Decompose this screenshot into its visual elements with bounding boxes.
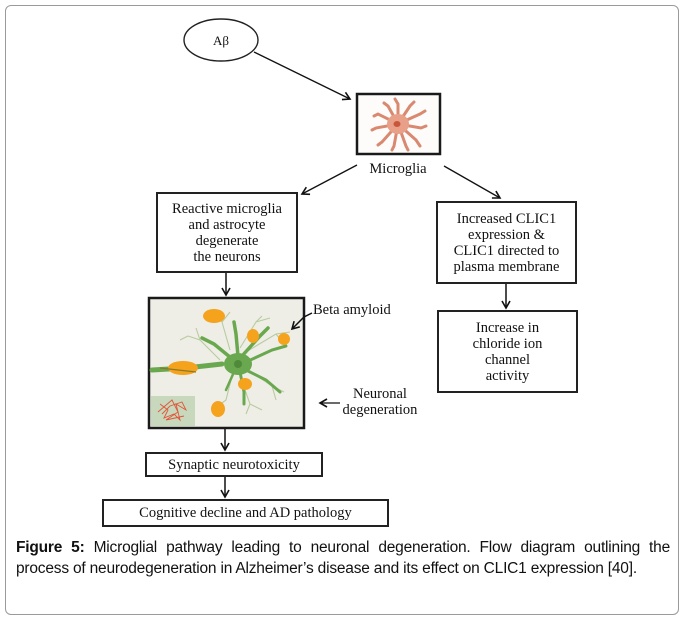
chloride-line-4: activity: [485, 367, 530, 384]
reactive-line-3: degenerate: [195, 232, 259, 249]
reactive-line-2: and astrocyte: [188, 216, 266, 233]
chloride-line-2: chloride ion: [472, 335, 543, 352]
arrow-microglia-to-clic1: [443, 165, 502, 199]
chloride-line-3: channel: [484, 351, 531, 368]
clic1-line-2: expression &: [468, 226, 545, 243]
beta-amyloid-label: Beta amyloid: [313, 302, 391, 318]
abeta-label: Aβ: [213, 33, 229, 48]
reactive-line-4: the neurons: [193, 248, 261, 265]
cognitive-text: Cognitive decline and AD pathology: [139, 505, 352, 521]
tangle-icon: [157, 399, 188, 422]
synaptic-neurotoxicity-box: Synaptic neurotoxicity: [145, 452, 323, 477]
abeta-node-ellipse: [183, 18, 259, 62]
caption-label: Figure 5:: [16, 539, 85, 556]
reactive-microglia-box: Reactive microglia and astrocyte degener…: [156, 192, 298, 273]
microglia-cell-illustration: [355, 92, 442, 156]
reactive-line-1: Reactive microglia: [172, 200, 282, 217]
neuronal-degeneration-line-2: degeneration: [342, 402, 418, 418]
chloride-channel-box: Increase in chloride ion channel activit…: [437, 310, 578, 393]
clic1-expression-box: Increased CLIC1 expression & CLIC1 direc…: [436, 201, 577, 284]
arrow-beta-amyloid-pointer: [290, 312, 313, 331]
chloride-line-1: Increase in: [475, 319, 540, 336]
figure-caption: Figure 5: Microglial pathway leading to …: [16, 537, 670, 579]
arrow-microglia-to-reactive: [300, 164, 358, 196]
clic1-line-3: CLIC1 directed to: [453, 242, 560, 259]
synaptic-text: Synaptic neurotoxicity: [168, 456, 300, 473]
arrow-abeta-to-microglia: [253, 51, 352, 101]
cognitive-decline-box: Cognitive decline and AD pathology: [102, 499, 389, 527]
microglia-label: Microglia: [369, 161, 427, 177]
neuronal-degeneration-label: Neuronal degeneration: [340, 386, 420, 418]
neuronal-degeneration-line-1: Neuronal: [353, 386, 407, 402]
clic1-line-4: plasma membrane: [453, 258, 560, 275]
neuron-with-amyloid-plaques-illustration: [147, 296, 306, 430]
caption-text: Microglial pathway leading to neuronal d…: [16, 539, 671, 577]
clic1-line-1: Increased CLIC1: [456, 210, 557, 227]
